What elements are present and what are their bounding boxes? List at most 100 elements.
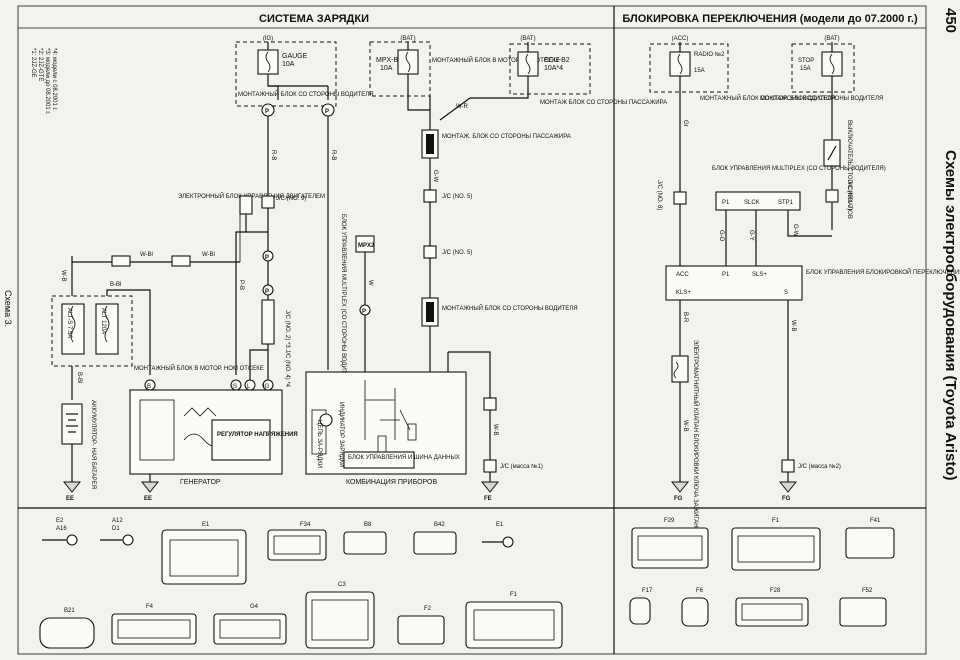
legend: *1: 2JZ-GE *2: 2JZ-GTE *3: модели до 08.…	[30, 48, 57, 115]
connector-e1: E1	[482, 522, 514, 548]
svg-text:FG: FG	[782, 496, 791, 502]
svg-text:(BAT): (BAT)	[400, 36, 415, 42]
svg-text:Gr: Gr	[682, 120, 688, 127]
connector-f1-right: F1	[731, 518, 821, 571]
svg-text:(IG): (IG)	[263, 36, 273, 42]
svg-text:P-B: P-B	[238, 280, 244, 290]
svg-text:БЛОК УПРАВЛЕНИЯ БЛОКИРОВКОЙ ПЕ: БЛОК УПРАВЛЕНИЯ БЛОКИРОВКОЙ ПЕРЕКЛЮЧЕНИЯ	[806, 268, 960, 276]
svg-text:W-B: W-B	[492, 424, 498, 436]
jc9-label: J/C (NO. 9)	[276, 196, 306, 202]
svg-text:W-B: W-B	[60, 270, 66, 282]
ground-ee-2	[140, 481, 160, 493]
connector-c3: C3	[305, 582, 375, 649]
svg-text:ALT-S 7.5A: ALT-S 7.5A	[66, 308, 72, 338]
engine-bay-block	[51, 295, 133, 367]
svg-text:W-B: W-B	[682, 420, 688, 432]
svg-text:F1: F1	[772, 518, 780, 524]
battery: АККУМУЛЯТОР- НАЯ БАТАРЕЯ	[61, 400, 96, 489]
charging-section-title: СИСТЕМА ЗАРЯДКИ	[259, 13, 369, 25]
svg-text:E1: E1	[202, 522, 210, 528]
fuse-gauge-note: МОНТАЖНЫЙ БЛОК СО СТОРОНЫ ВОДИТЕЛЯ	[238, 90, 374, 98]
svg-text:D1: D1	[112, 526, 120, 532]
svg-text:EE: EE	[66, 496, 74, 502]
connector-e1-tr: E1	[161, 522, 247, 585]
svg-text:SLCK: SLCK	[744, 200, 760, 206]
svg-text:F52: F52	[862, 588, 873, 594]
svg-text:R-B: R-B	[330, 150, 336, 160]
svg-text:GAUGE: GAUGE	[282, 53, 308, 60]
ground-fe	[480, 481, 500, 493]
svg-text:B21: B21	[64, 608, 75, 614]
jc-stack	[261, 299, 275, 345]
svg-text:10A*4: 10A*4	[544, 65, 563, 72]
svg-text:15A: 15A	[694, 68, 705, 74]
legend-item-3: *3: модели до 08.2001 г.	[44, 48, 50, 115]
svg-text:(BAT): (BAT)	[520, 36, 535, 42]
svg-text:W-R: W-R	[456, 104, 469, 110]
svg-text:P: P	[325, 109, 329, 115]
generator-label: ГЕНЕРАТОР	[180, 479, 221, 486]
svg-text:S: S	[233, 384, 237, 390]
svg-text:RADIO №2: RADIO №2	[694, 51, 725, 58]
ground-ee-1	[62, 481, 82, 493]
svg-text:F34: F34	[300, 522, 311, 528]
svg-text:MPX-B: MPX-B	[376, 57, 399, 64]
svg-text:J/C (NO. 8): J/C (NO. 8)	[656, 180, 662, 210]
svg-text:STP1: STP1	[778, 200, 794, 206]
shift-lock-ecu	[665, 265, 803, 301]
svg-text:A12: A12	[112, 518, 123, 524]
charge-lamp-label: ИНДИКАТОР ЗАРЯДКИ	[338, 402, 344, 467]
svg-text:F1: F1	[510, 592, 518, 598]
multiplex-ecu-lock	[715, 191, 801, 211]
svg-text:БЛОК УПРАВЛЕНИЯ MULTIPLEX (СО: БЛОК УПРАВЛЕНИЯ MULTIPLEX (СО СТОРОНЫ ВО…	[712, 166, 886, 172]
svg-text:ЭЛЕКТРОМАГНИТНЫЙ КЛАПАН БЛОКИР: ЭЛЕКТРОМАГНИТНЫЙ КЛАПАН БЛОКИРОВКИ КЛЮЧА…	[692, 340, 700, 536]
connector-f41: F41	[845, 518, 895, 559]
svg-text:F41: F41	[870, 518, 881, 524]
svg-text:G-O: G-O	[718, 230, 724, 242]
svg-text:P: P	[265, 289, 269, 295]
svg-text:EE: EE	[144, 496, 152, 502]
svg-text:ACC: ACC	[676, 272, 689, 278]
svg-text:B-R: B-R	[682, 312, 688, 323]
connector-f28: F28	[735, 588, 809, 627]
svg-text:БЛОК УПРАВЛЕНИЯ И ШИНА ДАННЫХ: БЛОК УПРАВЛЕНИЯ И ШИНА ДАННЫХ	[348, 455, 460, 461]
fuse-mpxb-note: МОНТАЖНЫЙ БЛОК В МОТОРНОМ ОТСЕКЕ	[432, 56, 560, 64]
page-number: 450	[942, 8, 959, 33]
svg-text:E1: E1	[496, 522, 504, 528]
svg-text:РЕГУЛЯТОР НАПРЯЖЕНИЯ: РЕГУЛЯТОР НАПРЯЖЕНИЯ	[217, 432, 298, 438]
svg-text:(ACC): (ACC)	[672, 36, 689, 42]
svg-text:P: P	[265, 255, 269, 261]
fuse-gauge-housing	[235, 41, 337, 107]
svg-text:A16: A16	[56, 526, 67, 532]
passenger-block-label: МОНТАЖ. БЛОК СО СТОРОНЫ ПАССАЖИРА	[442, 134, 571, 140]
svg-text:F2: F2	[424, 606, 432, 612]
svg-text:B8: B8	[364, 522, 372, 528]
svg-text:B-Bl: B-Bl	[110, 282, 121, 288]
lock-section-title: БЛОКИРОВКА ПЕРЕКЛЮЧЕНИЯ (модели до 07.20…	[622, 13, 918, 25]
svg-text:J/C (масса №1): J/C (масса №1)	[500, 463, 543, 470]
connector-b8: B8	[343, 522, 387, 555]
svg-text:G-W: G-W	[792, 224, 798, 237]
svg-text:P: P	[362, 309, 366, 315]
svg-text:АККУМУЛЯТОР- НАЯ БАТАРЕЯ: АККУМУЛЯТОР- НАЯ БАТАРЕЯ	[90, 400, 96, 489]
generator-pins: B S L IG	[144, 379, 274, 391]
svg-text:J/C (NO. 7): J/C (NO. 7)	[846, 180, 852, 210]
svg-text:B42: B42	[434, 522, 445, 528]
connector-b21: B21	[39, 608, 95, 649]
connector-a12-d1: A12 D1	[100, 518, 134, 546]
svg-text:F4: F4	[146, 604, 154, 610]
connector-f1-left: F1	[465, 592, 563, 649]
fuse-ecub2: (BAT) ECU-B2 10A*4 МОНТАЖ БЛОК СО СТОРОН…	[509, 36, 667, 106]
svg-text:F17: F17	[642, 588, 653, 594]
svg-text:E2: E2	[56, 518, 64, 524]
svg-text:FG: FG	[674, 496, 683, 502]
svg-text:10A: 10A	[282, 61, 295, 68]
connector-f17: F17	[629, 588, 653, 625]
svg-text:W-B: W-B	[790, 320, 796, 332]
svg-text:FE: FE	[484, 496, 492, 502]
svg-text:15A: 15A	[800, 66, 811, 72]
svg-text:G-W: G-W	[432, 170, 438, 183]
svg-text:МОНТАЖ. БЛОК СО СТОРОНЫ ВОДИТЕ: МОНТАЖ. БЛОК СО СТОРОНЫ ВОДИТЕЛЯ	[760, 96, 883, 102]
svg-text:ALT 120A: ALT 120A	[100, 308, 106, 334]
